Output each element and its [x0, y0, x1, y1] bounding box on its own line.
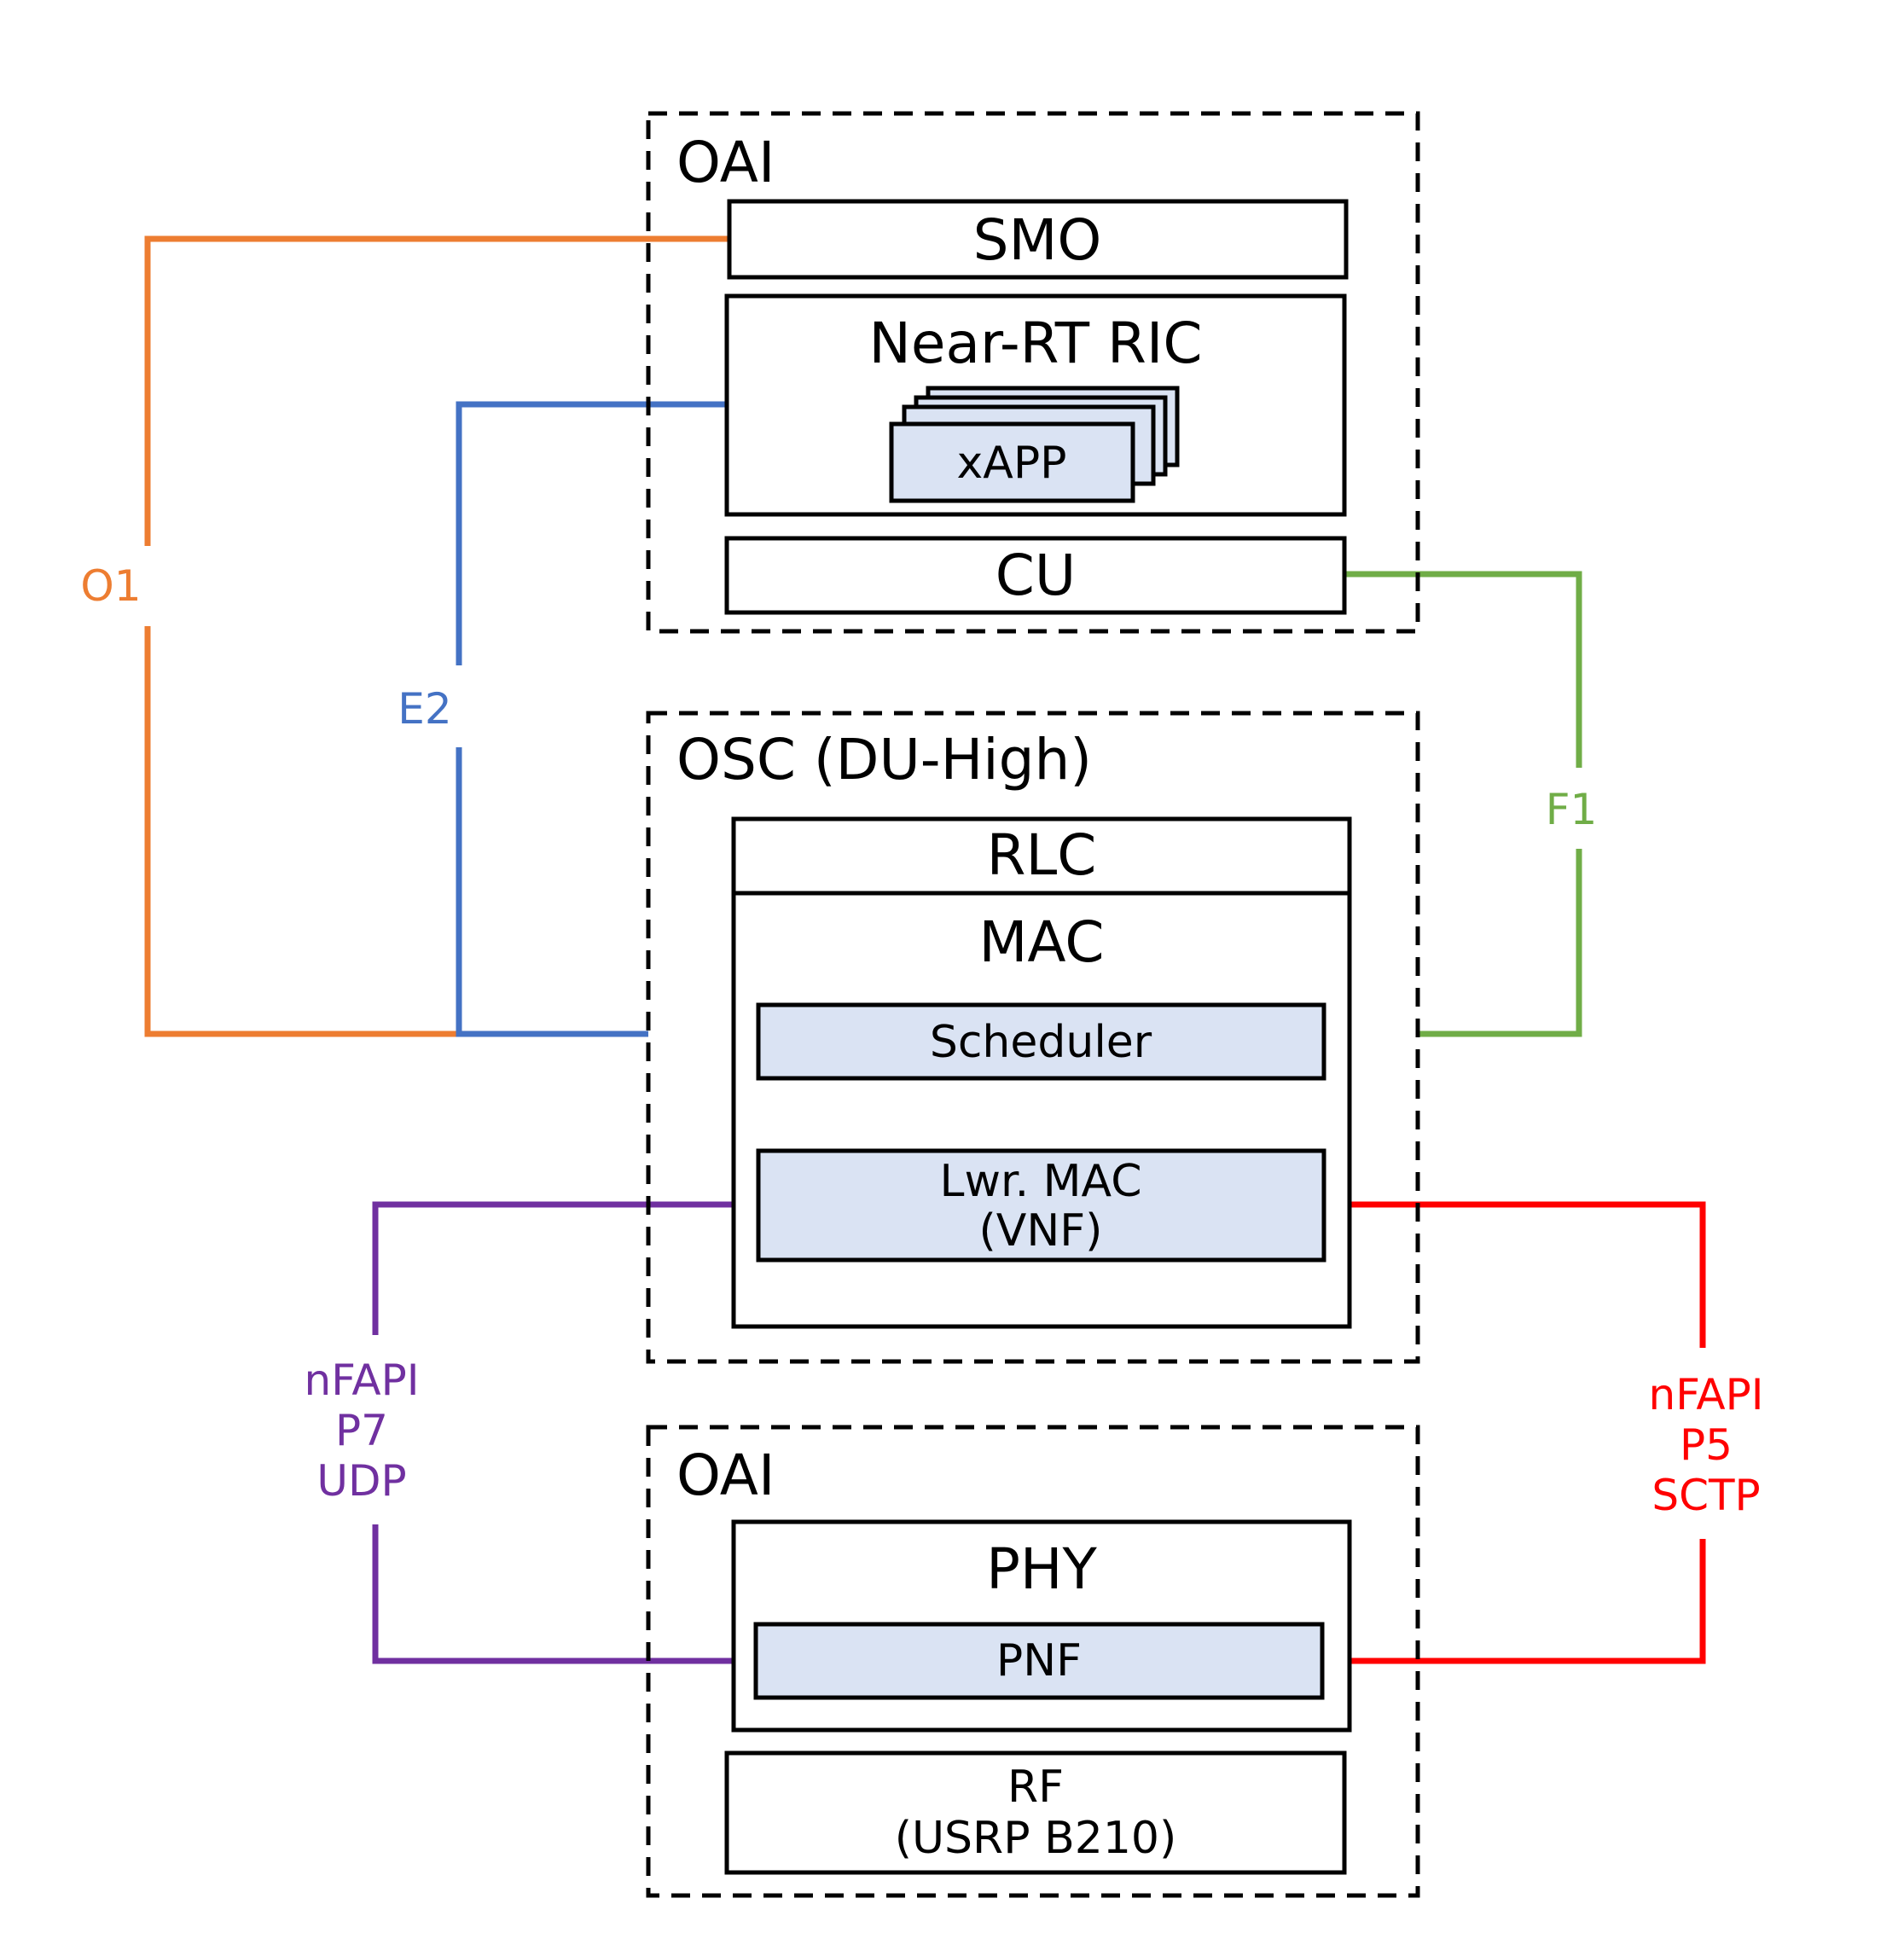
f1-link: F1	[1344, 571, 1598, 1037]
o1-link: O1	[80, 235, 729, 1037]
f1-label: F1	[1546, 785, 1598, 834]
f1-line-top	[1344, 571, 1582, 768]
xapp-card-front	[889, 421, 1135, 503]
rf-label-line-2: (USRP B210)	[895, 1813, 1177, 1864]
e2-line-bottom	[456, 747, 648, 1037]
mac-label: MAC	[978, 909, 1104, 975]
cu-block: CU	[724, 536, 1347, 615]
pnf-label: PNF	[996, 1635, 1082, 1686]
lower-mac-label-line-1: Lwr. MAC	[940, 1156, 1142, 1207]
near-rt-ric-label: Near-RT RIC	[869, 311, 1203, 376]
p5-label-line-1: nFAPI	[1649, 1370, 1764, 1419]
p5-line-top	[1324, 1201, 1706, 1348]
p5-link: nFAPI P5 SCTP	[1322, 1201, 1764, 1664]
group-oai-top: OAI SMO Near-RT RIC xAPP CU	[646, 111, 1420, 634]
p5-label-line-3: SCTP	[1651, 1471, 1760, 1520]
near-rt-ric-block: Near-RT RIC xAPP	[724, 293, 1347, 517]
cu-box	[724, 536, 1347, 615]
f1-line-bottom	[1418, 849, 1582, 1037]
group-osc-border	[646, 711, 1420, 1364]
scheduler-box	[756, 1002, 1326, 1081]
group-osc-du-high: OSC (DU-High) RLC MAC Scheduler Lwr. MAC…	[646, 711, 1420, 1364]
scheduler-label: Scheduler	[930, 1017, 1152, 1068]
p5-line-bottom	[1322, 1539, 1706, 1664]
e2-label: E2	[398, 684, 451, 734]
rf-block: RF (USRP B210)	[724, 1750, 1347, 1875]
group-osc-label: OSC (DU-High)	[676, 727, 1092, 792]
o1-line-top	[144, 235, 729, 546]
lower-mac-box	[756, 1148, 1326, 1263]
xapp-stack: xAPP	[889, 386, 1180, 503]
p5-label-line-2: P5	[1680, 1420, 1733, 1470]
cu-label: CU	[996, 543, 1076, 608]
group-oai-bottom-border	[646, 1425, 1420, 1898]
pnf-block: PNF	[753, 1622, 1325, 1700]
o1-label: O1	[80, 561, 141, 611]
p7-label-line-3: UDP	[316, 1456, 406, 1506]
rlc-mac-block: RLC MAC Scheduler Lwr. MAC (VNF)	[731, 816, 1352, 1329]
scheduler-block: Scheduler	[756, 1002, 1326, 1081]
e2-line-top	[456, 401, 727, 665]
phy-label: PHY	[986, 1536, 1097, 1602]
pnf-box	[753, 1622, 1325, 1700]
rlc-label: RLC	[987, 822, 1097, 888]
group-oai-bottom: OAI PHY PNF RF (USRP B210)	[646, 1425, 1420, 1898]
xapp-label: xAPP	[956, 438, 1066, 489]
rf-box	[724, 1750, 1347, 1875]
e2-link: E2	[398, 401, 727, 1037]
smo-block: SMO	[727, 199, 1349, 280]
lower-mac-label-line-2: (VNF)	[979, 1205, 1103, 1257]
smo-box	[727, 199, 1349, 280]
p7-link: nFAPI P7 UDP	[305, 1201, 758, 1664]
group-oai-top-border	[646, 111, 1420, 634]
lower-mac-block: Lwr. MAC (VNF)	[756, 1148, 1326, 1263]
p7-label-line-1: nFAPI	[305, 1356, 420, 1405]
group-oai-bottom-label: OAI	[676, 1443, 775, 1508]
rf-label-line-1: RF	[1007, 1762, 1064, 1813]
smo-label: SMO	[973, 207, 1102, 273]
o1-line-bottom	[144, 626, 456, 1037]
p7-line-top	[372, 1201, 758, 1335]
p7-label-line-2: P7	[335, 1406, 388, 1455]
group-oai-top-label: OAI	[676, 130, 775, 195]
phy-block: PHY PNF	[731, 1519, 1352, 1733]
p7-line-bottom	[372, 1524, 756, 1664]
